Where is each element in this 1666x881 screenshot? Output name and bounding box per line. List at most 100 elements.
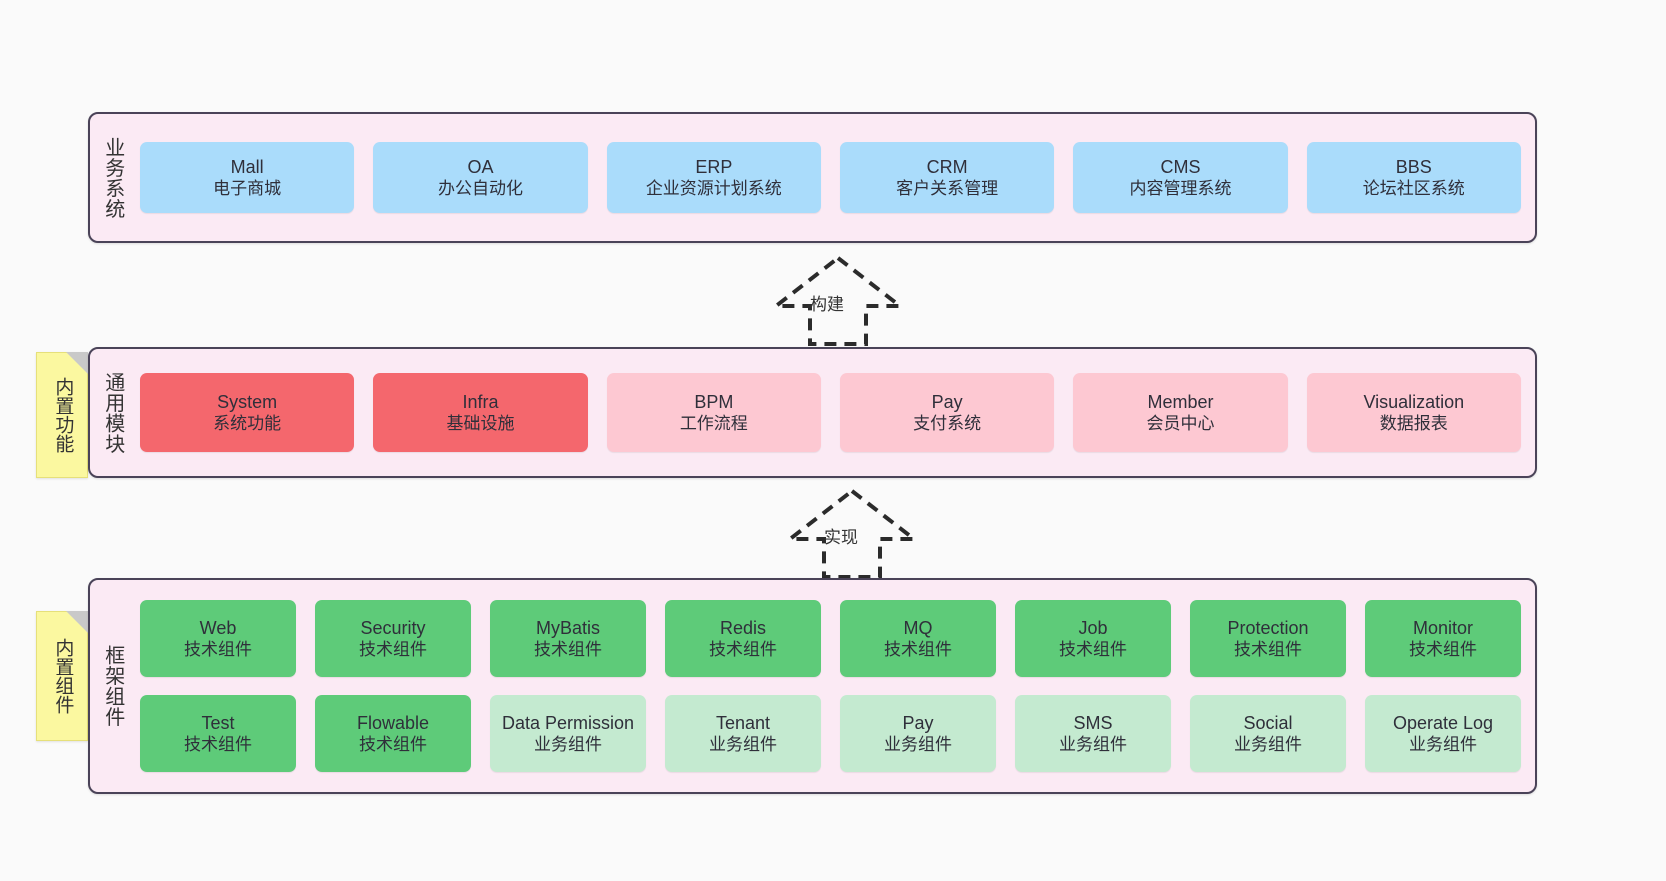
node-title: Pay [931, 391, 963, 412]
arrow-implement-icon [784, 488, 920, 579]
node-title: ERP [695, 156, 733, 177]
node-sms[interactable]: SMS 业务组件 [1015, 695, 1171, 772]
node-subtitle: 办公自动化 [437, 179, 523, 199]
node-title: OA [467, 156, 494, 177]
node-subtitle: 内容管理系统 [1129, 179, 1232, 199]
node-title: Visualization [1363, 391, 1465, 412]
node-title: MyBatis [535, 617, 600, 638]
node-subtitle: 企业资源计划系统 [645, 179, 782, 199]
node-bbs[interactable]: BBS 论坛社区系统 [1306, 142, 1521, 213]
node-subtitle: 业务组件 [1234, 735, 1302, 755]
node-title: CRM [926, 156, 968, 177]
node-title: Pay [902, 712, 934, 733]
node-title: Test [201, 712, 235, 733]
node-flowable[interactable]: Flowable 技术组件 [315, 695, 471, 772]
node-subtitle: 技术组件 [709, 640, 777, 660]
node-security[interactable]: Security 技术组件 [315, 600, 471, 677]
node-title: Tenant [715, 712, 771, 733]
node-title: Mall [230, 156, 264, 177]
node-subtitle: 技术组件 [359, 640, 427, 660]
node-oa[interactable]: OA 办公自动化 [373, 142, 588, 213]
modules-node-row: System 系统功能 Infra 基础设施 BPM 工作流程 Pay 支付系统… [140, 373, 1521, 452]
node-operate-log[interactable]: Operate Log 业务组件 [1365, 695, 1521, 772]
node-subtitle: 业务组件 [709, 735, 777, 755]
node-social[interactable]: Social 业务组件 [1190, 695, 1346, 772]
node-system[interactable]: System 系统功能 [140, 373, 355, 452]
node-title: Social [1243, 712, 1293, 733]
node-subtitle: 客户关系管理 [896, 179, 999, 199]
node-title: BPM [694, 391, 734, 412]
node-mq[interactable]: MQ 技术组件 [840, 600, 996, 677]
node-subtitle: 工作流程 [679, 414, 748, 434]
node-mybatis[interactable]: MyBatis 技术组件 [490, 600, 646, 677]
node-pay-module[interactable]: Pay 支付系统 [839, 373, 1055, 452]
node-crm[interactable]: CRM 客户关系管理 [839, 142, 1055, 213]
node-subtitle: 基础设施 [446, 414, 515, 434]
layer-body-framework: Web 技术组件 Security 技术组件 MyBatis 技术组件 Redi… [134, 580, 1535, 792]
node-subtitle: 业务组件 [1409, 735, 1477, 755]
node-infra[interactable]: Infra 基础设施 [373, 373, 588, 452]
layer-framework-components: 框架组件 Web 技术组件 Security 技术组件 MyBatis 技术组件… [88, 578, 1537, 794]
node-title: CMS [1160, 156, 1201, 177]
node-subtitle: 论坛社区系统 [1362, 179, 1465, 199]
node-title: Redis [719, 617, 767, 638]
arrow-build-icon [770, 255, 906, 346]
node-title: BBS [1395, 156, 1432, 177]
node-title: Infra [462, 391, 499, 412]
arrow-build: 构建 [748, 254, 928, 346]
node-tenant[interactable]: Tenant 业务组件 [665, 695, 821, 772]
arrow-implement-label: 实现 [824, 528, 858, 547]
node-title: SMS [1073, 712, 1113, 733]
node-pay-component[interactable]: Pay 业务组件 [840, 695, 996, 772]
node-subtitle: 技术组件 [534, 640, 602, 660]
node-bpm[interactable]: BPM 工作流程 [606, 373, 821, 452]
node-subtitle: 业务组件 [1059, 735, 1127, 755]
node-data-permission[interactable]: Data Permission 业务组件 [490, 695, 646, 772]
node-subtitle: 技术组件 [359, 735, 427, 755]
layer-title-business: 业务系统 [101, 136, 124, 219]
node-title: Data Permission [501, 712, 635, 733]
node-subtitle: 电子商城 [213, 179, 282, 199]
node-test[interactable]: Test 技术组件 [140, 695, 296, 772]
node-erp[interactable]: ERP 企业资源计划系统 [606, 142, 821, 213]
node-subtitle: 技术组件 [1234, 640, 1302, 660]
node-subtitle: 会员中心 [1146, 414, 1215, 434]
node-subtitle: 技术组件 [884, 640, 952, 660]
note-builtin-functions: 内置功能 [36, 352, 88, 478]
framework-node-row-2: Test 技术组件 Flowable 技术组件 Data Permission … [140, 695, 1521, 772]
node-subtitle: 技术组件 [1059, 640, 1127, 660]
node-protection[interactable]: Protection 技术组件 [1190, 600, 1346, 677]
layer-general-modules: 通用模块 System 系统功能 Infra 基础设施 BPM 工作流程 Pay… [88, 347, 1537, 478]
note-builtin-components: 内置组件 [36, 611, 88, 741]
node-monitor[interactable]: Monitor 技术组件 [1365, 600, 1521, 677]
node-web[interactable]: Web 技术组件 [140, 600, 296, 677]
node-title: Operate Log [1392, 712, 1494, 733]
layer-body-modules: System 系统功能 Infra 基础设施 BPM 工作流程 Pay 支付系统… [134, 349, 1535, 476]
node-member[interactable]: Member 会员中心 [1073, 373, 1288, 452]
layer-business-systems: 业务系统 Mall 电子商城 OA 办公自动化 ERP 企业资源计划系统 CRM… [88, 112, 1537, 243]
framework-node-row-1: Web 技术组件 Security 技术组件 MyBatis 技术组件 Redi… [140, 600, 1521, 677]
node-title: Job [1078, 617, 1108, 638]
node-title: Member [1147, 391, 1214, 412]
layer-title-framework: 框架组件 [101, 645, 124, 727]
node-visualization[interactable]: Visualization 数据报表 [1306, 373, 1521, 452]
node-redis[interactable]: Redis 技术组件 [665, 600, 821, 677]
arrow-build-label: 构建 [810, 295, 844, 314]
layer-title-modules: 通用模块 [101, 371, 124, 454]
node-title: Security [360, 617, 426, 638]
node-subtitle: 业务组件 [534, 735, 602, 755]
node-title: System [217, 391, 278, 412]
node-job[interactable]: Job 技术组件 [1015, 600, 1171, 677]
business-node-row: Mall 电子商城 OA 办公自动化 ERP 企业资源计划系统 CRM 客户关系… [140, 142, 1521, 213]
node-title: Flowable [356, 712, 430, 733]
node-title: MQ [903, 617, 933, 638]
node-title: Protection [1227, 617, 1309, 638]
note-label: 内置功能 [52, 377, 74, 453]
node-subtitle: 技术组件 [184, 640, 252, 660]
node-subtitle: 技术组件 [1409, 640, 1477, 660]
node-mall[interactable]: Mall 电子商城 [140, 142, 355, 213]
node-title: Web [199, 617, 237, 638]
node-subtitle: 系统功能 [213, 414, 282, 434]
node-cms[interactable]: CMS 内容管理系统 [1073, 142, 1288, 213]
